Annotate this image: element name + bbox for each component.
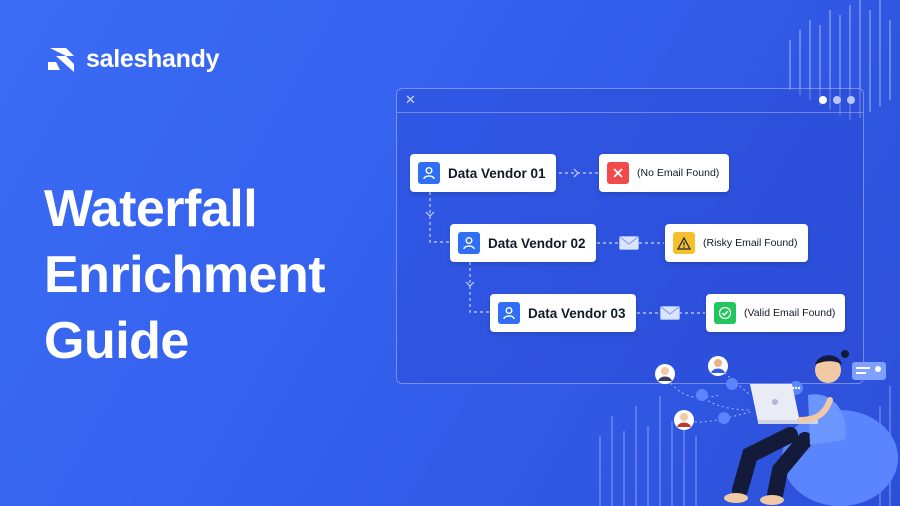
user-icon [498,302,520,324]
page-title: Waterfall Enrichment Guide [44,176,326,374]
background-bars [789,0,891,120]
person-laptop-illustration [655,350,898,506]
saleshandy-logo-icon [48,48,74,72]
vendor-card-03[interactable]: Data Vendor 03 [490,294,636,332]
title-line-1: Waterfall [44,180,258,238]
vendor-label: Data Vendor 01 [448,165,546,181]
check-badge-icon [714,302,736,324]
dot-icon [833,96,841,104]
dot-icon [819,96,827,104]
brand: saleshandy [46,44,219,74]
user-icon [458,232,480,254]
vendor-label: Data Vendor 03 [528,305,626,321]
window-dots [819,96,855,104]
result-label: (No Email Found) [637,167,720,179]
dot-icon [847,96,855,104]
close-icon[interactable]: ✕ [405,92,416,107]
mail-icon [619,236,639,250]
result-label: (Risky Email Found) [703,237,798,249]
title-line-3: Guide [44,312,189,370]
mail-icon [660,306,680,320]
title-line-2: Enrichment [44,246,326,304]
vendor-label: Data Vendor 02 [488,235,586,251]
result-card-risky-email[interactable]: (Risky Email Found) [665,224,808,262]
x-icon [607,162,629,184]
result-label: (Valid Email Found) [744,307,836,319]
result-card-no-email[interactable]: (No Email Found) [599,154,730,192]
vendor-card-01[interactable]: Data Vendor 01 [410,154,556,192]
warning-icon [673,232,695,254]
window-titlebar: ✕ [397,89,863,113]
result-card-valid-email[interactable]: (Valid Email Found) [706,294,846,332]
brand-name: saleshandy [86,44,220,73]
vendor-card-02[interactable]: Data Vendor 02 [450,224,596,262]
user-icon [418,162,440,184]
